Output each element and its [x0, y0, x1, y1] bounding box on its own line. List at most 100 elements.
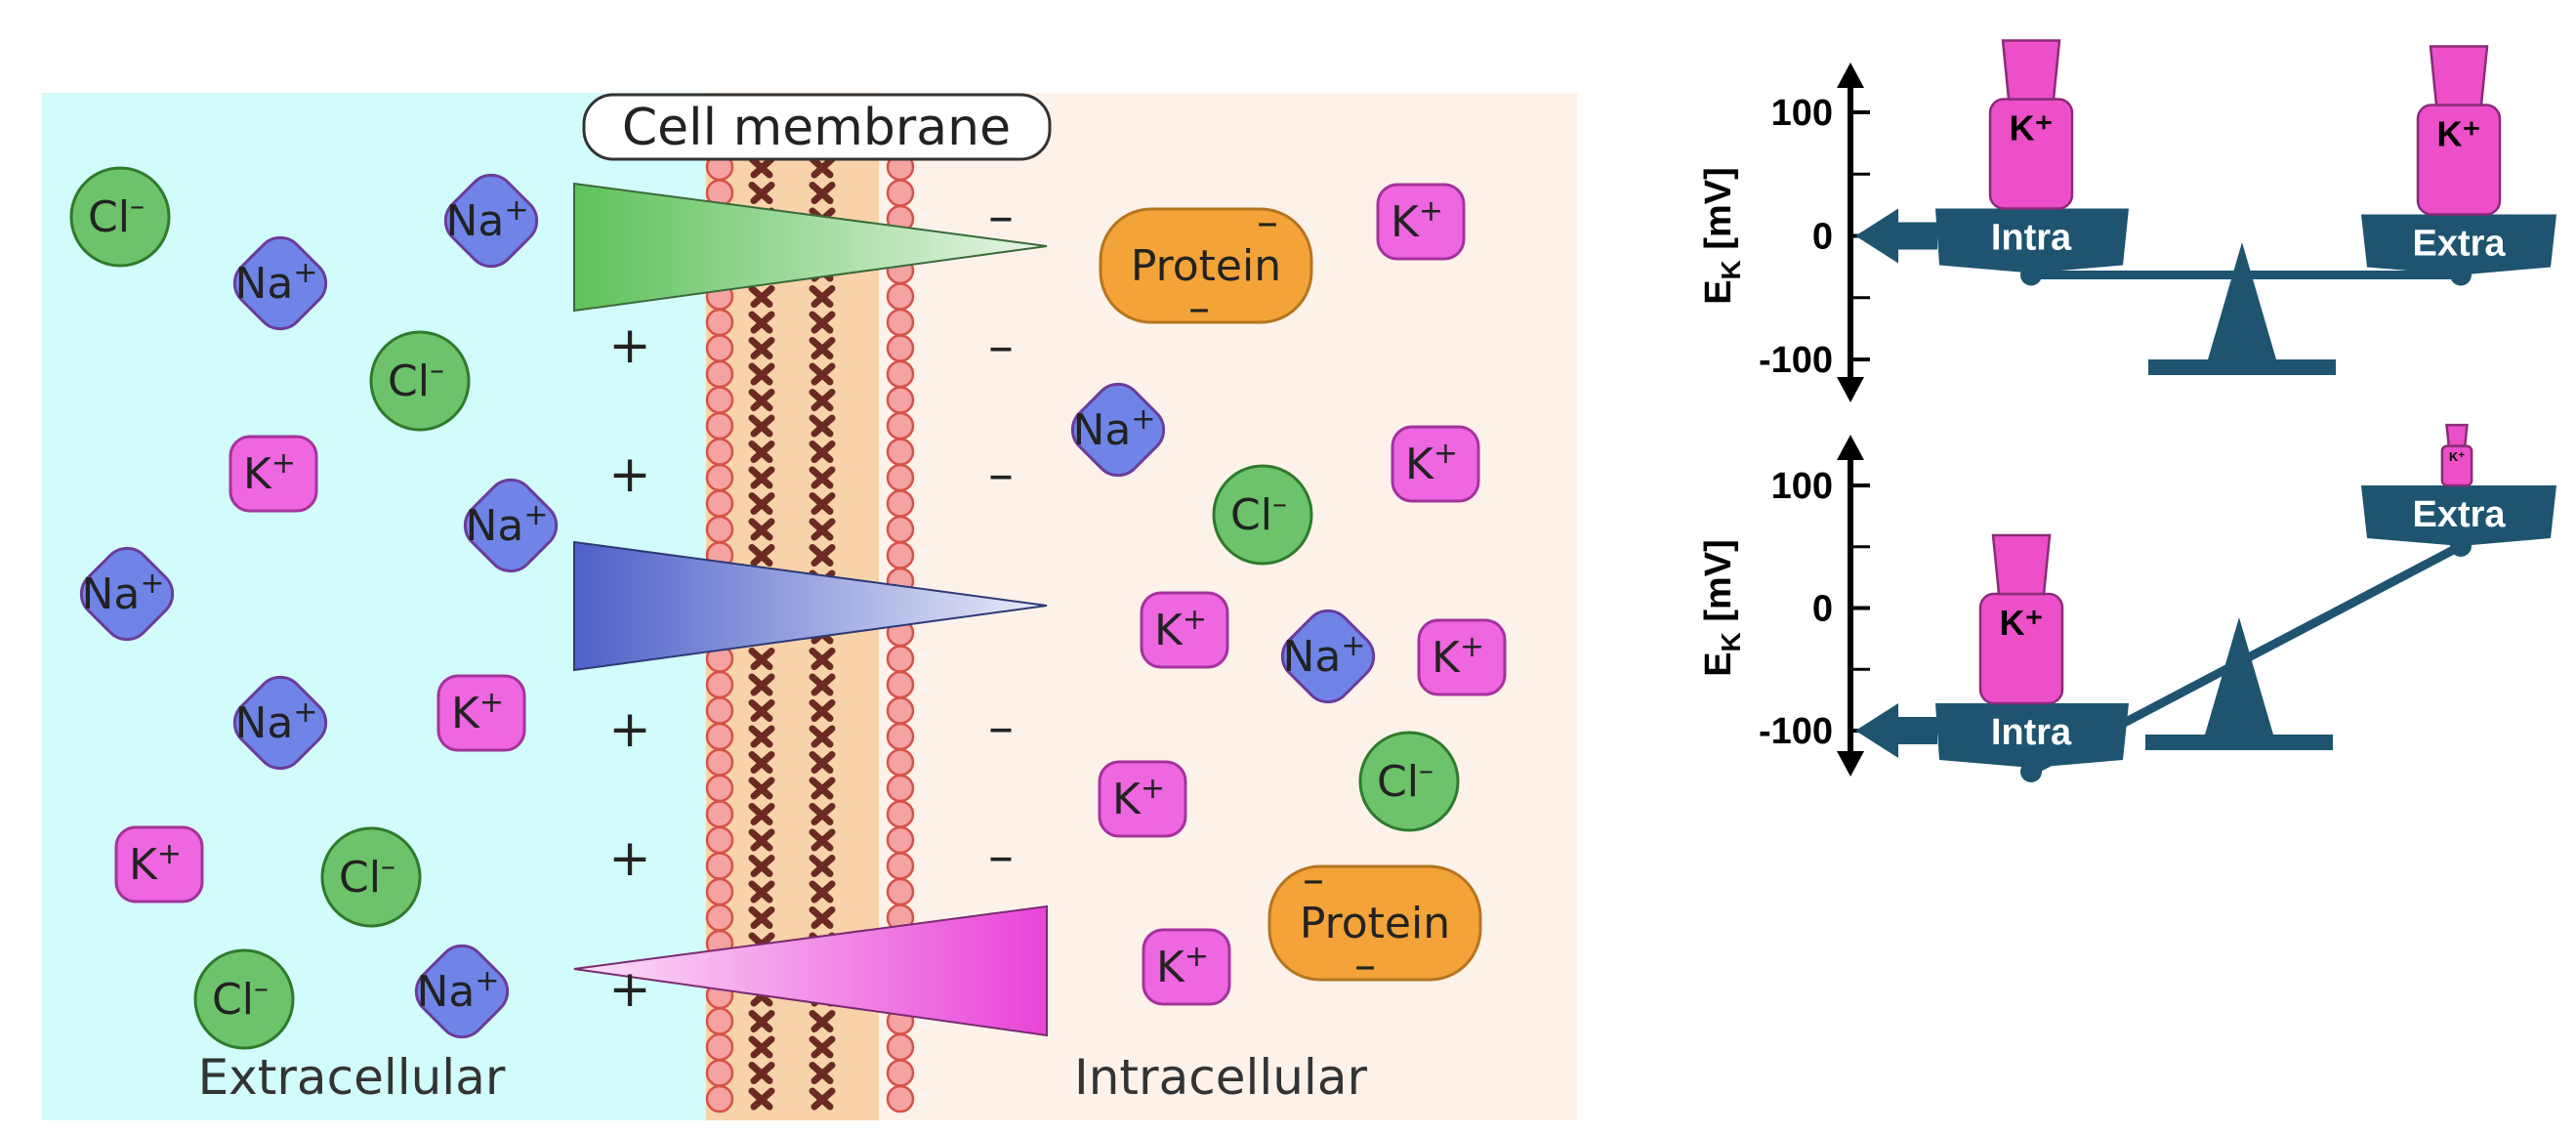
lipid-tail	[810, 777, 836, 800]
k-ion: K+	[1098, 760, 1187, 838]
membrane-label: Cell membrane	[622, 99, 1011, 157]
protein: Protein––	[1267, 855, 1482, 990]
lipid-tail	[810, 414, 836, 438]
lipid-tail	[810, 311, 836, 334]
lipid-tail	[810, 441, 836, 463]
lipid-head	[886, 489, 915, 518]
cl-ion: Cl–	[369, 330, 471, 432]
plus-sign: +	[608, 700, 651, 759]
pointer-arrow-head	[1855, 208, 1898, 264]
lipid-tail	[750, 466, 775, 489]
k-ion-label: K+	[1405, 437, 1458, 489]
lipid-tail	[750, 725, 775, 748]
extracellular-label: Extracellular	[198, 1049, 506, 1106]
lipid-tail	[750, 182, 775, 204]
lipid-head	[705, 1059, 734, 1087]
pointer-arrow-head	[1855, 703, 1898, 758]
weight-label: K⁺	[2449, 449, 2465, 464]
lipid-tail	[810, 362, 836, 386]
lipid-tail	[750, 855, 775, 877]
membrane-panel: +++++––––– Cl–Na+Cl–K+Na+Na+Na+Na+K+K+Cl…	[42, 93, 1577, 1120]
lipid-tail	[810, 725, 836, 748]
na-ion: Na+	[463, 478, 559, 573]
axis-arrow-down	[1837, 377, 1864, 402]
lipid-head	[886, 800, 915, 828]
minus-sign: –	[988, 317, 1014, 376]
axis-tick-label: 0	[1812, 217, 1833, 258]
lipid-tail	[810, 518, 836, 541]
lipid-head	[886, 877, 915, 906]
na-ion: Na+	[1070, 382, 1166, 478]
lipid-tail	[810, 648, 836, 670]
lipid-head	[705, 774, 734, 803]
lipid-head	[886, 463, 915, 492]
fulcrum	[2205, 617, 2273, 735]
protein-label: Protein	[1300, 899, 1450, 948]
plus-sign: +	[608, 445, 651, 504]
lipid-tail	[810, 699, 836, 722]
k-ion: K+	[1376, 183, 1466, 261]
lipid-head	[705, 748, 734, 777]
k-ion: K+	[114, 825, 204, 904]
axis-tick-label: 0	[1812, 589, 1833, 630]
charge-signs: +++++–––––	[608, 188, 1014, 1019]
lipid-tail	[750, 751, 775, 774]
lipid-head	[705, 359, 734, 389]
k-ion-label: K+	[451, 686, 504, 738]
lipid-tail	[750, 544, 775, 567]
weight-label: K⁺	[2010, 108, 2054, 148]
lipid-head	[705, 852, 734, 880]
k-ion-label: K+	[1432, 630, 1484, 683]
axis-tick-label: -100	[1759, 340, 1833, 381]
axis-label: EK [mV]	[1698, 167, 1746, 305]
k-weight-extra: K⁺	[2416, 45, 2502, 216]
minus-sign: –	[988, 698, 1014, 757]
lipid-tail	[810, 880, 836, 904]
axis-tick-label: -100	[1759, 711, 1833, 752]
na-ion-label: Na+	[1072, 402, 1155, 455]
lipid-head	[705, 438, 734, 466]
cl-gradient-triangle	[573, 182, 1048, 313]
axis-tick-label: 100	[1771, 466, 1833, 507]
fulcrum	[2208, 242, 2276, 359]
lipid-tail	[750, 673, 775, 696]
cl-ion-label: Cl–	[1377, 754, 1433, 807]
weight-label: K⁺	[2437, 114, 2481, 154]
lipid-tail	[750, 828, 775, 852]
lipid-tail	[810, 803, 836, 825]
pointer-arrow-shaft	[1894, 717, 1937, 744]
axis-tick-label: 100	[1771, 93, 1833, 134]
cl-ion-label: Cl–	[1230, 487, 1287, 540]
lipid-head	[886, 670, 915, 699]
cl-ion-label: Cl–	[339, 850, 395, 903]
cl-ion: Cl–	[1212, 464, 1313, 566]
lipid-head	[705, 308, 734, 337]
lipid-tail	[750, 337, 775, 359]
lipid-tail	[750, 414, 775, 438]
lipid-head	[705, 463, 734, 492]
lipid-tail	[810, 906, 836, 929]
lipid-tail	[810, 751, 836, 774]
lipid-tail	[750, 699, 775, 722]
k-ion-label: K+	[1112, 772, 1165, 824]
minus-sign: –	[988, 188, 1014, 246]
k-ion: K+	[1140, 591, 1229, 669]
lipid-head	[886, 1084, 915, 1114]
cl-ion-label: Cl–	[212, 972, 269, 1025]
cl-ion: Cl–	[193, 948, 295, 1050]
na-ion-label: Na+	[445, 193, 528, 246]
k-ion: K+	[1391, 425, 1480, 503]
na-ion-label: Na+	[81, 567, 164, 619]
lipid-tail	[750, 492, 775, 515]
protein-charge: –	[1303, 855, 1324, 904]
cl-ion-label: Cl–	[388, 354, 444, 406]
left-pan-label: Intra	[1991, 218, 2072, 259]
balance-top: 100 0 -100 EK [mV] Intra Extra K⁺ K⁺	[1698, 39, 2556, 402]
k-ion-label: K+	[1391, 194, 1443, 247]
lipid-head	[886, 748, 915, 777]
right-pan-label: Extra	[2412, 224, 2506, 265]
lipid-head	[886, 359, 915, 389]
na-ion-label: Na+	[416, 964, 499, 1017]
right-pan	[2361, 485, 2556, 546]
